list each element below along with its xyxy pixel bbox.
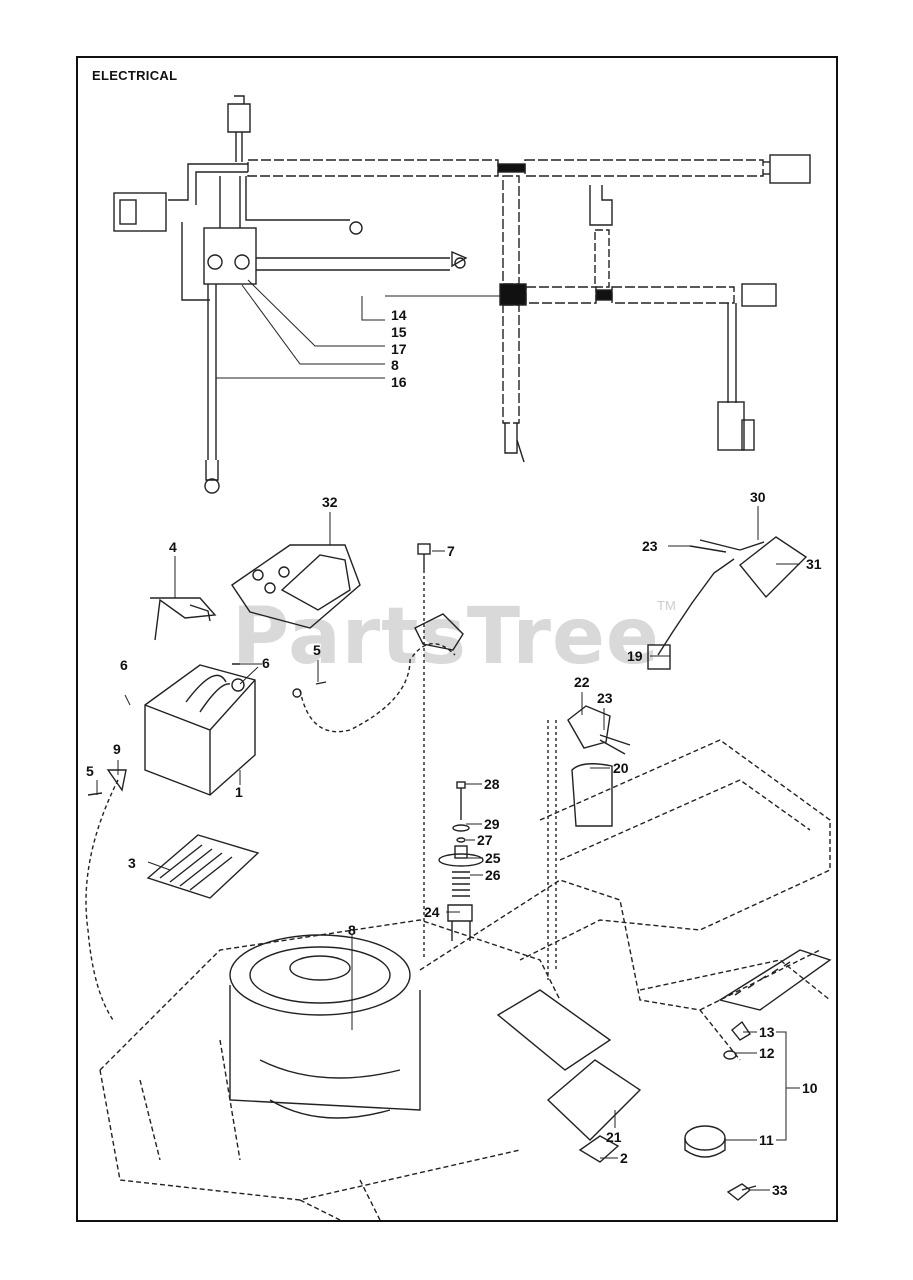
battery[interactable] [144, 664, 256, 796]
callout-label: 17 [391, 341, 407, 357]
callout-label: 23 [642, 538, 658, 554]
callout-label: 25 [485, 850, 501, 866]
callout-label: 14 [391, 307, 407, 323]
manual[interactable] [146, 834, 260, 899]
trademark: TM [657, 598, 676, 613]
callout-label: 27 [477, 832, 493, 848]
callout-label: 29 [484, 816, 500, 832]
callout-label: 5 [86, 763, 94, 779]
leader-lines [96, 279, 800, 1191]
wire-tie[interactable] [496, 720, 612, 1071]
callout-label: 32 [322, 494, 338, 510]
switch-cover[interactable] [571, 763, 613, 827]
callout-label: 10 [802, 1080, 818, 1096]
callout-label: 4 [169, 539, 177, 555]
callout-label: 26 [485, 867, 501, 883]
callout-label: 2 [620, 1150, 628, 1166]
height-adjust-stack[interactable] [438, 781, 484, 941]
tractor-frame [99, 739, 831, 1221]
callout-label: 6 [120, 657, 128, 673]
engine[interactable] [229, 934, 421, 1119]
fuse-cover[interactable] [231, 544, 361, 629]
diagram-frame [76, 56, 838, 1222]
battery-cables[interactable] [85, 643, 456, 1021]
callout-label: 19 [627, 648, 643, 664]
callout-label: 6 [262, 655, 270, 671]
wiring-harness[interactable] [113, 95, 811, 494]
callout-label: 9 [113, 741, 121, 757]
callout-label: 31 [806, 556, 822, 572]
callout-label: 30 [750, 489, 766, 505]
callout-label: 23 [597, 690, 613, 706]
callout-label: 21 [606, 1129, 622, 1145]
callout-label: 5 [313, 642, 321, 658]
seat-switch[interactable] [567, 705, 631, 755]
callout-label: 3 [128, 855, 136, 871]
callout-label: 7 [447, 543, 455, 559]
interlock-harness[interactable] [647, 536, 808, 670]
callout-labels: 32 4 7 6 6 5 5 9 1 3 30 23 31 19 22 23 2… [86, 307, 822, 1198]
callout-label: 12 [759, 1045, 775, 1061]
callout-label: 13 [759, 1024, 775, 1040]
watermark: PartsTree [232, 592, 660, 682]
hour-meter[interactable] [546, 1059, 642, 1163]
callout-label: 28 [484, 776, 500, 792]
callout-label: 1 [235, 784, 243, 800]
battery-bracket[interactable] [150, 597, 217, 641]
key[interactable] [726, 1183, 757, 1201]
ignition-switch[interactable] [684, 1020, 751, 1158]
pedal[interactable] [718, 949, 832, 1011]
diagram-title: ELECTRICAL [92, 68, 178, 83]
callout-label: 8 [348, 922, 356, 938]
callout-label: 33 [772, 1182, 788, 1198]
bolt-7[interactable] [414, 543, 464, 960]
callout-label: 16 [391, 374, 407, 390]
callout-label: 15 [391, 324, 407, 340]
callout-label: 20 [613, 760, 629, 776]
callout-label: 11 [759, 1132, 774, 1148]
callout-label: 8 [391, 357, 399, 373]
callout-label: 24 [424, 904, 440, 920]
callout-label: 22 [574, 674, 590, 690]
